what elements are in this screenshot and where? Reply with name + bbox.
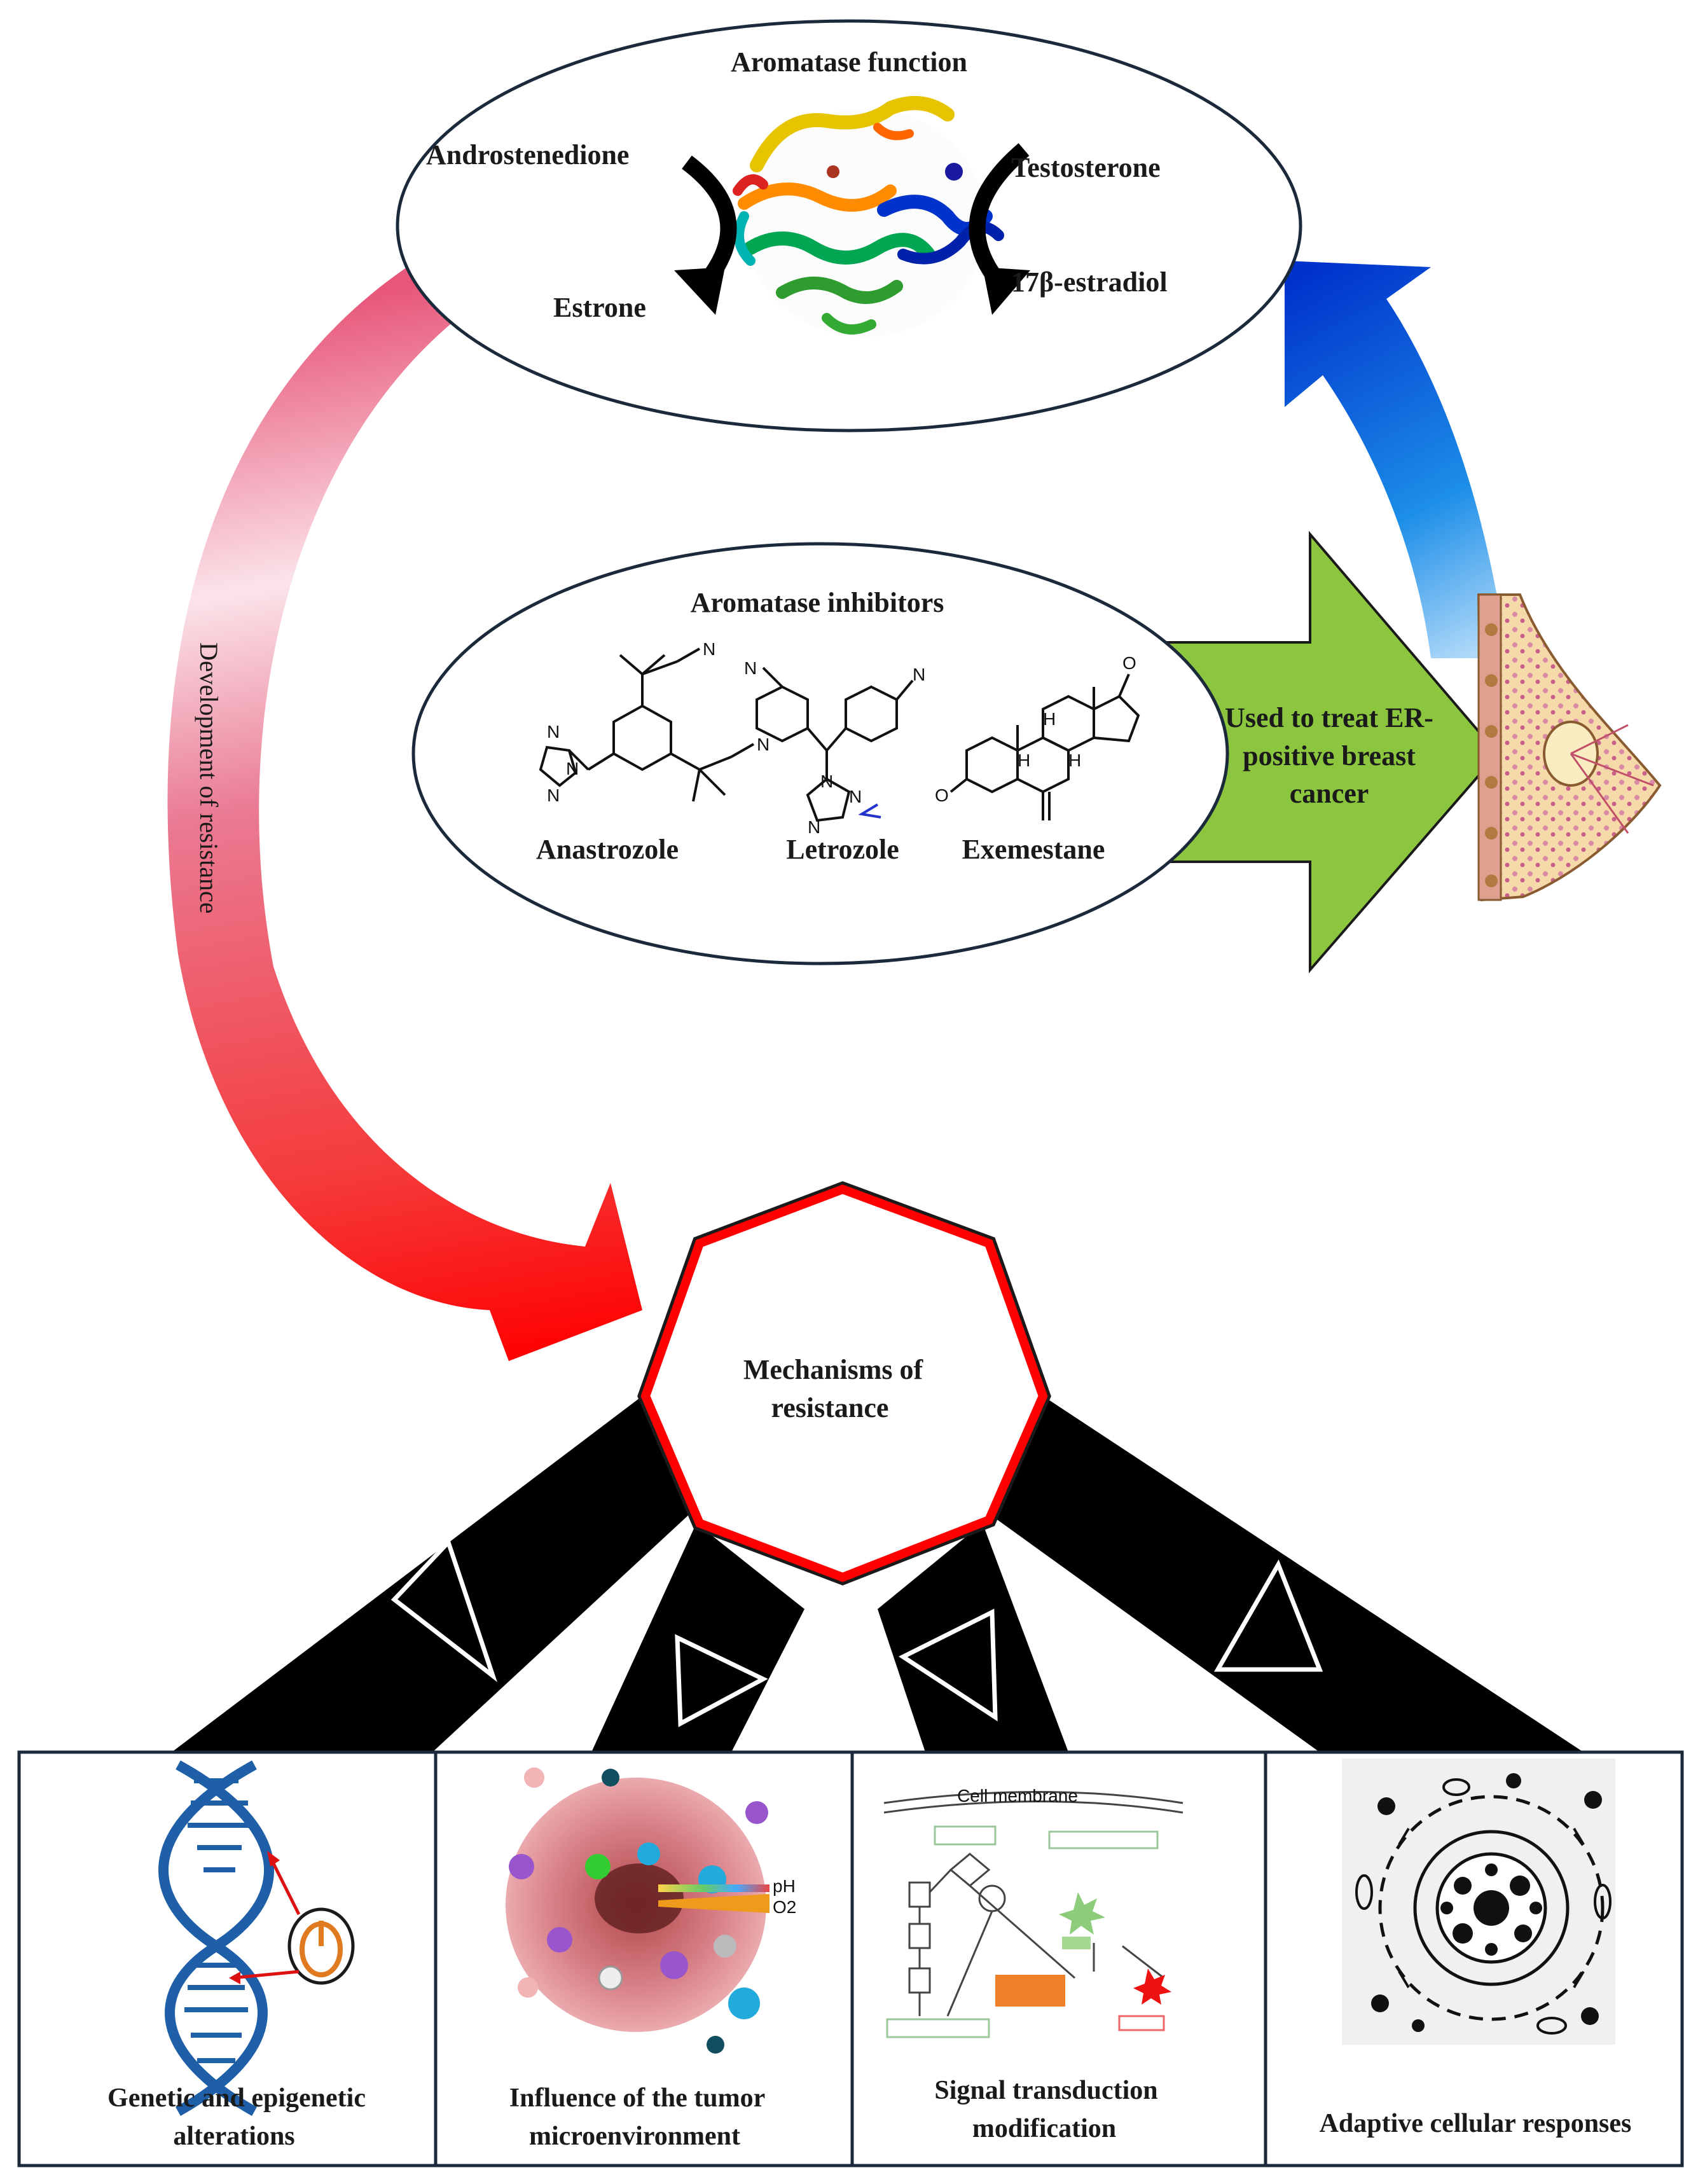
signaling-pathway-icon: Cell membrane xyxy=(883,1786,1184,2038)
aromatase-function-title: Aromatase function xyxy=(731,46,967,78)
letrozole-atom-n4: N xyxy=(849,787,862,806)
triangle-icon-2 xyxy=(675,1634,768,1727)
aromatase-function-panel: Aromatase function Androstenedione Estro… xyxy=(396,19,1302,432)
connector-2 xyxy=(591,1523,804,1752)
tumor-microenvironment-icon: pH O2 xyxy=(506,1767,796,2054)
arrowhead-right xyxy=(983,267,1030,315)
exemestane-atom-h2: H xyxy=(1018,750,1030,770)
panel-signal-line2: modification xyxy=(972,2114,1116,2143)
cell-response-icon xyxy=(1355,1773,1612,2035)
aromatase-inhibitors-title: Aromatase inhibitors xyxy=(691,587,944,618)
resistance-arrow xyxy=(167,267,643,1361)
exemestane-atom-o1: O xyxy=(935,785,949,805)
mechanisms-line2: resistance xyxy=(771,1392,889,1423)
estradiol-label: 17β-estradiol xyxy=(1011,266,1168,298)
drug-label-letrozole: Letrozole xyxy=(786,834,899,865)
letrozole-atom-n3: N xyxy=(820,771,833,791)
letrozole-atom-n2: N xyxy=(913,665,925,684)
exemestane-structure-icon xyxy=(949,674,1140,820)
cell-membrane-label: Cell membrane xyxy=(957,1786,1078,1806)
anastrozole-atom-n5: N xyxy=(566,759,579,778)
panel-signal-line1: Signal transduction xyxy=(934,2076,1157,2105)
letrozole-atom-n1: N xyxy=(744,658,757,678)
panel-genetic-line2: alterations xyxy=(173,2122,294,2151)
panel-tumor-line2: microenvironment xyxy=(529,2122,740,2151)
anastrozole-atom-n3: N xyxy=(547,722,560,742)
tumor-legend-ph: pH xyxy=(773,1876,796,1896)
testosterone-label: Testosterone xyxy=(1011,152,1161,183)
treat-arrow-line2: positive breast xyxy=(1243,740,1416,771)
panel-tumor-line1: Influence of the tumor xyxy=(509,2084,765,2113)
drug-label-anastrozole: Anastrozole xyxy=(536,834,679,865)
resistance-arrow-label: Development of resistance xyxy=(195,642,223,914)
panel-tumor: pH O2 Influence of the tumor microenviro… xyxy=(434,1750,854,2167)
panel-signal: Cell membrane Signal transduction modifi xyxy=(850,1750,1267,2167)
letrozole-pointer-icon xyxy=(858,803,881,819)
panel-genetic-line1: Genetic and epigenetic xyxy=(107,2084,366,2113)
androstenedione-label: Androstenedione xyxy=(426,139,629,170)
breast-illustration-icon xyxy=(1477,593,1662,902)
anastrozole-atom-n4: N xyxy=(547,785,560,805)
panel-adaptive: Adaptive cellular responses xyxy=(1264,1750,1684,2167)
return-arrow xyxy=(1285,261,1507,658)
tumor-legend-o2: O2 xyxy=(773,1897,796,1917)
treat-arrow-line3: cancer xyxy=(1290,778,1369,809)
anastrozole-atom-n2: N xyxy=(757,735,770,754)
connector-group xyxy=(172,1396,1584,1752)
panel-genetic: Genetic and epigenetic alterations xyxy=(17,1750,438,2167)
connector-1 xyxy=(172,1396,690,1752)
triangle-icon-4 xyxy=(1213,1559,1323,1672)
connector-triangle-icons xyxy=(390,1538,1323,1727)
triangle-icon-3 xyxy=(898,1608,998,1722)
mechanisms-octagon: Mechanisms of resistance xyxy=(637,1181,1051,1586)
anastrozole-structure-icon xyxy=(539,647,754,802)
letrozole-structure-icon xyxy=(756,667,914,822)
connector-4 xyxy=(989,1396,1584,1752)
connector-3 xyxy=(878,1523,1068,1752)
letrozole-atom-n5: N xyxy=(808,817,820,837)
exemestane-atom-h3: H xyxy=(1068,750,1081,770)
dna-icon xyxy=(158,1760,355,2116)
triangle-icon-1 xyxy=(390,1538,497,1682)
exemestane-atom-h1: H xyxy=(1043,709,1056,729)
treat-arrow xyxy=(1150,530,1500,974)
arrowhead-left xyxy=(674,267,725,315)
mechanisms-line1: Mechanisms of xyxy=(743,1354,924,1385)
drug-label-exemestane: Exemestane xyxy=(962,834,1105,865)
aromatase-inhibitors-panel: Aromatase inhibitors N N N N N xyxy=(411,542,1229,965)
anastrozole-atom-n1: N xyxy=(703,639,715,659)
exemestane-atom-o2: O xyxy=(1122,653,1136,673)
panel-adaptive-line1: Adaptive cellular responses xyxy=(1320,2109,1632,2138)
estrone-label: Estrone xyxy=(553,292,646,323)
treat-arrow-line1: Used to treat ER- xyxy=(1225,702,1433,733)
